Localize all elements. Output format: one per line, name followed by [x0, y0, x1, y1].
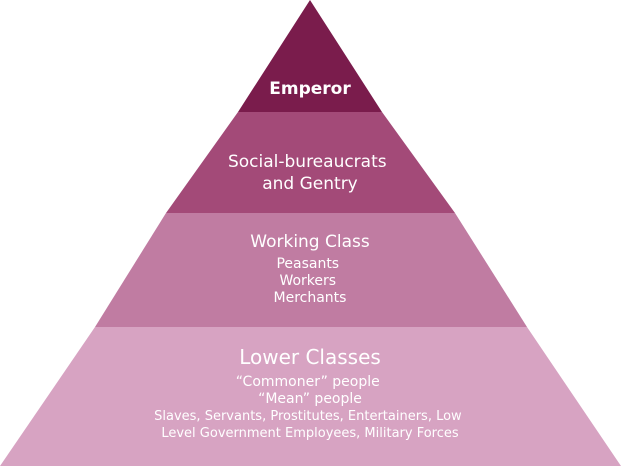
tier-social-bureaucrats-band: [166, 112, 455, 213]
tier-lower-classes-title: Lower Classes: [239, 345, 381, 369]
tier-working-class-title: Working Class: [250, 232, 370, 252]
tier-lower-classes-detail-line-2: Level Government Employees, Military For…: [161, 426, 459, 441]
tier-lower-classes-detail: Slaves, Servants, Prostitutes, Entertain…: [154, 409, 466, 441]
tier-working-class-members: Peasants Workers Merchants: [274, 256, 347, 306]
tier-lower-classes: Lower Classes “Commoner” people “Mean” p…: [0, 327, 621, 466]
tier-lower-classes-band: [0, 327, 621, 466]
tier-social-bureaucrats-title-line-2: and Gentry: [262, 174, 358, 194]
tier-lower-classes-detail-line-1: Slaves, Servants, Prostitutes, Entertain…: [154, 409, 462, 424]
tier-working-class-band: [95, 213, 527, 327]
tier-lower-classes-member-mean: “Mean” people: [258, 391, 362, 407]
tier-working-class-member-merchants: Merchants: [274, 290, 347, 306]
tier-working-class-member-peasants: Peasants: [276, 256, 339, 272]
tier-social-bureaucrats-title: Social-bureaucrats and Gentry: [228, 152, 392, 194]
tier-social-bureaucrats: Social-bureaucrats and Gentry: [166, 112, 455, 213]
tier-working-class-title-line: Working Class: [250, 232, 370, 252]
tier-emperor-title: Emperor: [269, 79, 351, 99]
tier-emperor-band: [238, 0, 382, 112]
tier-social-bureaucrats-title-line-1: Social-bureaucrats: [228, 152, 387, 172]
tier-working-class: Working Class Peasants Workers Merchants: [95, 213, 527, 327]
tier-lower-classes-members: “Commoner” people “Mean” people: [236, 374, 384, 407]
tier-lower-classes-title-line: Lower Classes: [239, 345, 381, 369]
tier-lower-classes-member-commoner: “Commoner” people: [236, 374, 380, 390]
tier-working-class-member-workers: Workers: [279, 273, 336, 289]
tier-emperor: Emperor: [238, 0, 382, 112]
tier-emperor-title-line: Emperor: [269, 79, 351, 99]
